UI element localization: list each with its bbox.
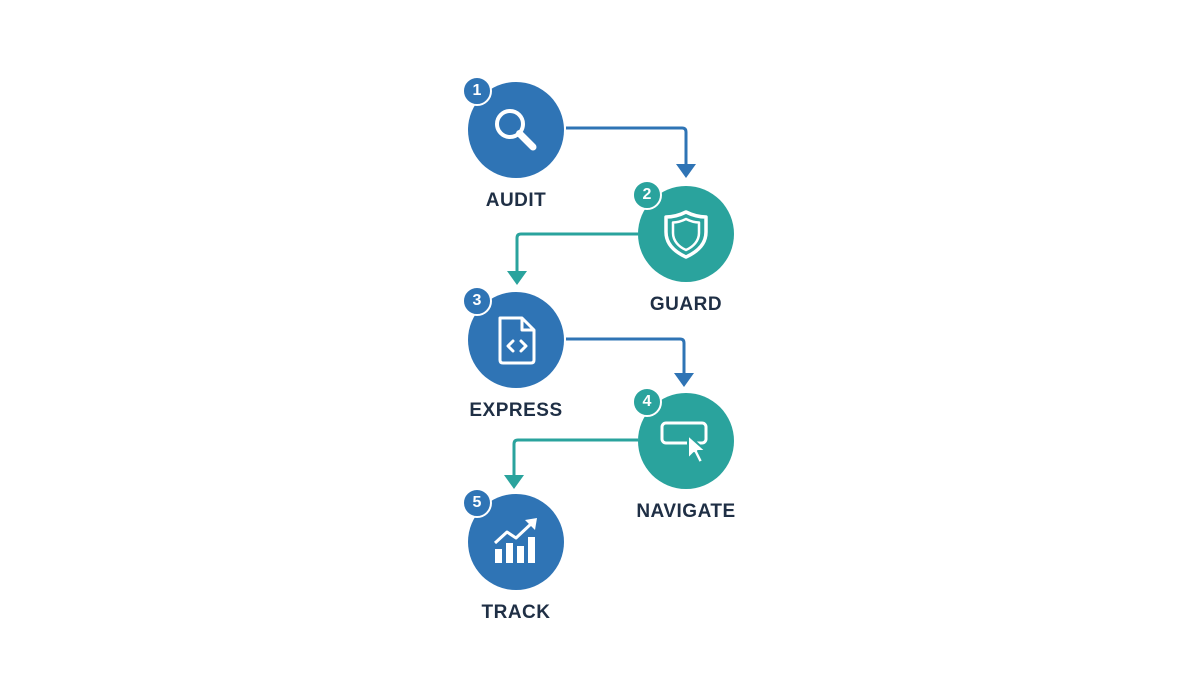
step-number-badge: 1 [462,76,492,106]
connector-2-3 [507,232,638,285]
step-navigate: 4 NAVIGATE [632,387,735,522]
step-label: GUARD [649,294,723,315]
magnifying-glass-icon [495,109,537,151]
step-label: AUDIT [485,190,547,211]
step-number-badge: 4 [632,387,662,417]
cursor-click-icon [660,421,708,464]
step-label: TRACK [481,602,551,623]
shield-icon [664,210,708,259]
code-file-icon [498,316,536,365]
step-guard: 2 GUARD [632,180,734,315]
growth-chart-icon [493,518,537,563]
step-circle [468,292,564,388]
step-track: 5 TRACK [462,488,564,623]
step-audit: 1 AUDIT [462,76,564,211]
step-number-badge: 5 [462,488,492,518]
step-label: NAVIGATE [636,501,736,522]
step-number-badge: 2 [632,180,662,210]
connector-3-4 [566,337,694,387]
step-express: 3 EXPRESS [462,286,564,421]
connector-1-2 [566,126,696,178]
connector-4-5 [504,438,638,489]
step-number-badge: 3 [462,286,492,316]
step-label: EXPRESS [469,400,563,421]
